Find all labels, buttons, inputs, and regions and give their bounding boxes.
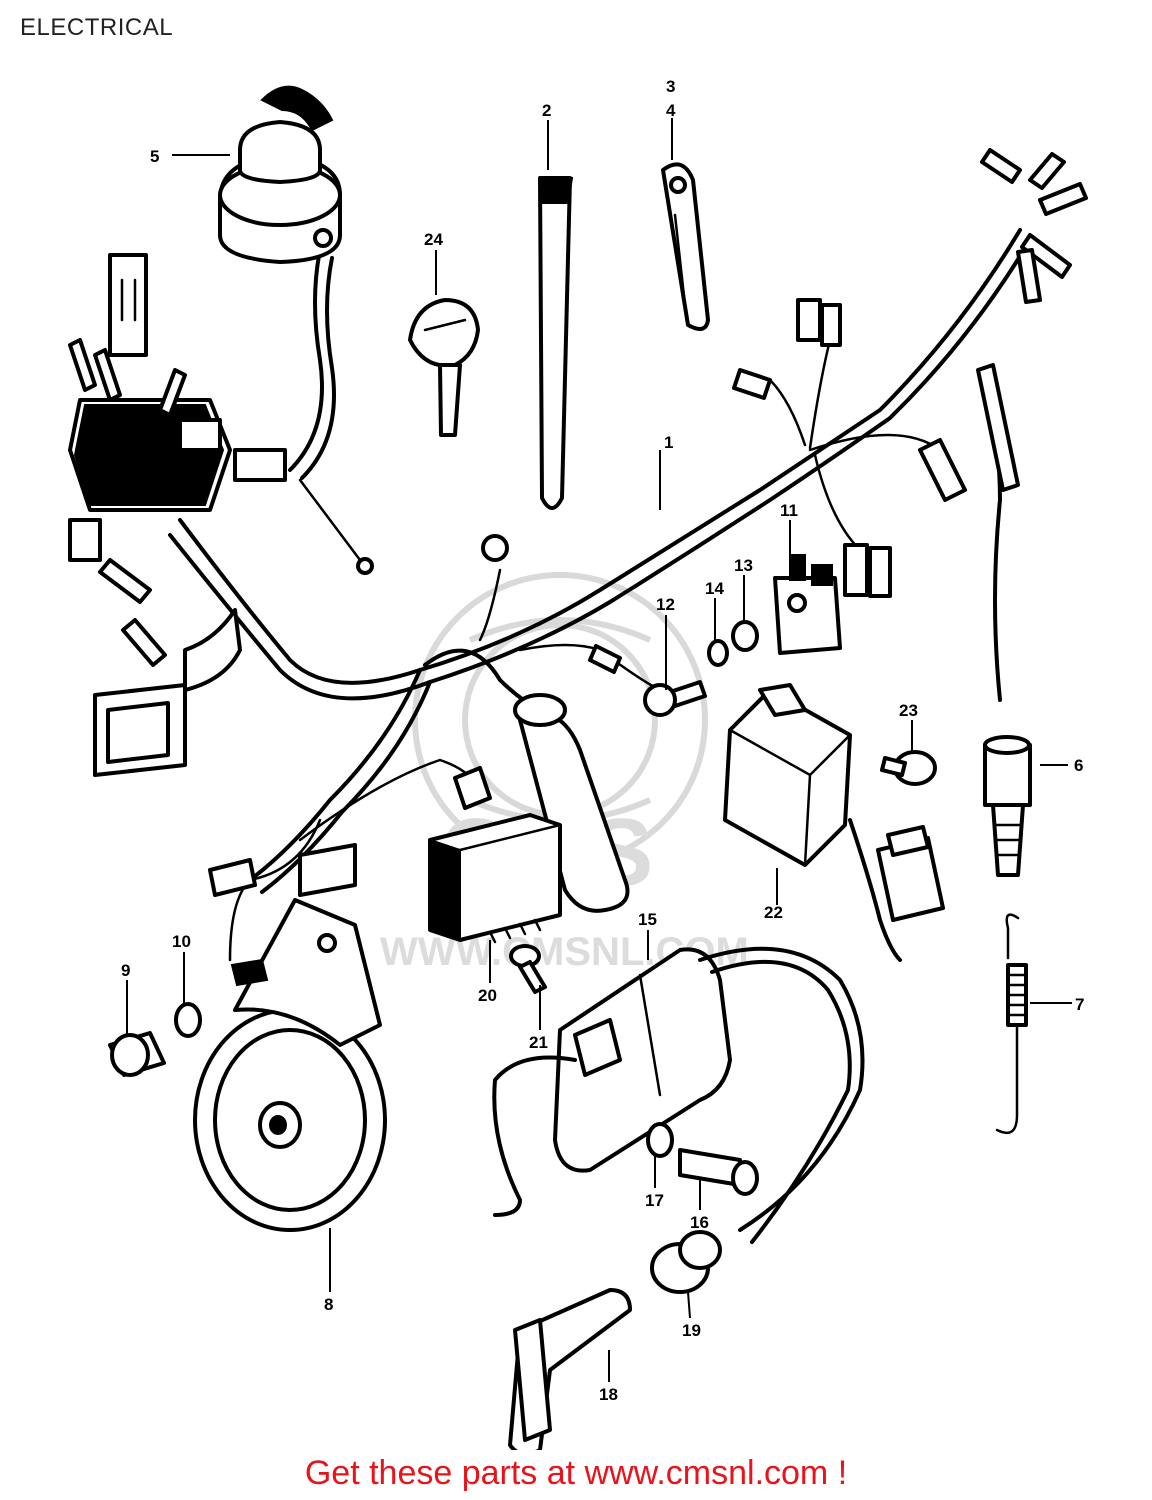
washer-14 <box>707 639 729 667</box>
wiring-harness <box>68 148 1088 962</box>
spark-plug-cap <box>508 1288 632 1450</box>
cdi-unit <box>723 683 945 962</box>
callout-22: 22 <box>764 903 783 922</box>
callout-19: 19 <box>682 1321 701 1340</box>
callout-12: 12 <box>656 595 675 614</box>
turn-signal-relay <box>428 766 562 944</box>
callout-15: 15 <box>638 910 657 929</box>
callout-21: 21 <box>529 1033 548 1052</box>
fuse-holder <box>773 554 842 655</box>
callout-23: 23 <box>899 701 918 720</box>
relay-screw <box>509 944 547 994</box>
electrical-parts-diagram: CMS WWW.CMSNL.COM <box>68 77 1088 1450</box>
ignition-switch <box>218 85 342 264</box>
callout-14: 14 <box>705 579 724 598</box>
harness-connector <box>208 843 357 897</box>
washer-13 <box>731 620 759 652</box>
footer-link[interactable]: Get these parts at www.cmsnl.com ! <box>304 1454 848 1492</box>
horn-bolt <box>108 1031 166 1077</box>
callout-18: 18 <box>599 1385 618 1404</box>
condenser <box>513 693 630 913</box>
callout-5: 5 <box>150 147 159 166</box>
callout-numbers: 1 2 3 4 5 6 7 8 9 10 11 12 13 14 15 16 1… <box>121 77 1084 1404</box>
leader-lines <box>126 118 1072 1382</box>
stop-lamp-switch <box>976 363 1032 877</box>
callout-16: 16 <box>690 1213 709 1232</box>
callout-1: 1 <box>664 433 673 452</box>
page-title: ELECTRICAL <box>20 14 174 41</box>
callout-20: 20 <box>478 986 497 1005</box>
callout-11: 11 <box>780 501 798 520</box>
callout-2: 2 <box>542 101 551 120</box>
horn-washer <box>174 1002 202 1038</box>
callout-6: 6 <box>1074 756 1083 775</box>
coil-bolt <box>678 1148 759 1196</box>
coil-washer <box>646 1122 674 1158</box>
plug-cap-seal <box>650 1230 722 1294</box>
callout-13: 13 <box>734 556 753 575</box>
harness-clamp <box>661 162 710 331</box>
harness-cover <box>538 176 574 510</box>
horn <box>193 898 387 1232</box>
callout-8: 8 <box>324 1295 333 1314</box>
ignition-key <box>408 298 480 437</box>
ground-bolt <box>643 680 707 717</box>
callout-9: 9 <box>121 961 130 980</box>
cdi-screw <box>880 750 937 786</box>
callout-10: 10 <box>172 932 191 951</box>
callout-4: 4 <box>666 101 676 120</box>
stop-lamp-spring <box>995 913 1028 1135</box>
callout-17: 17 <box>645 1191 664 1210</box>
callout-24: 24 <box>424 230 443 249</box>
callout-7: 7 <box>1075 995 1084 1014</box>
ignition-coil <box>492 946 865 1244</box>
callout-3: 3 <box>666 77 675 96</box>
